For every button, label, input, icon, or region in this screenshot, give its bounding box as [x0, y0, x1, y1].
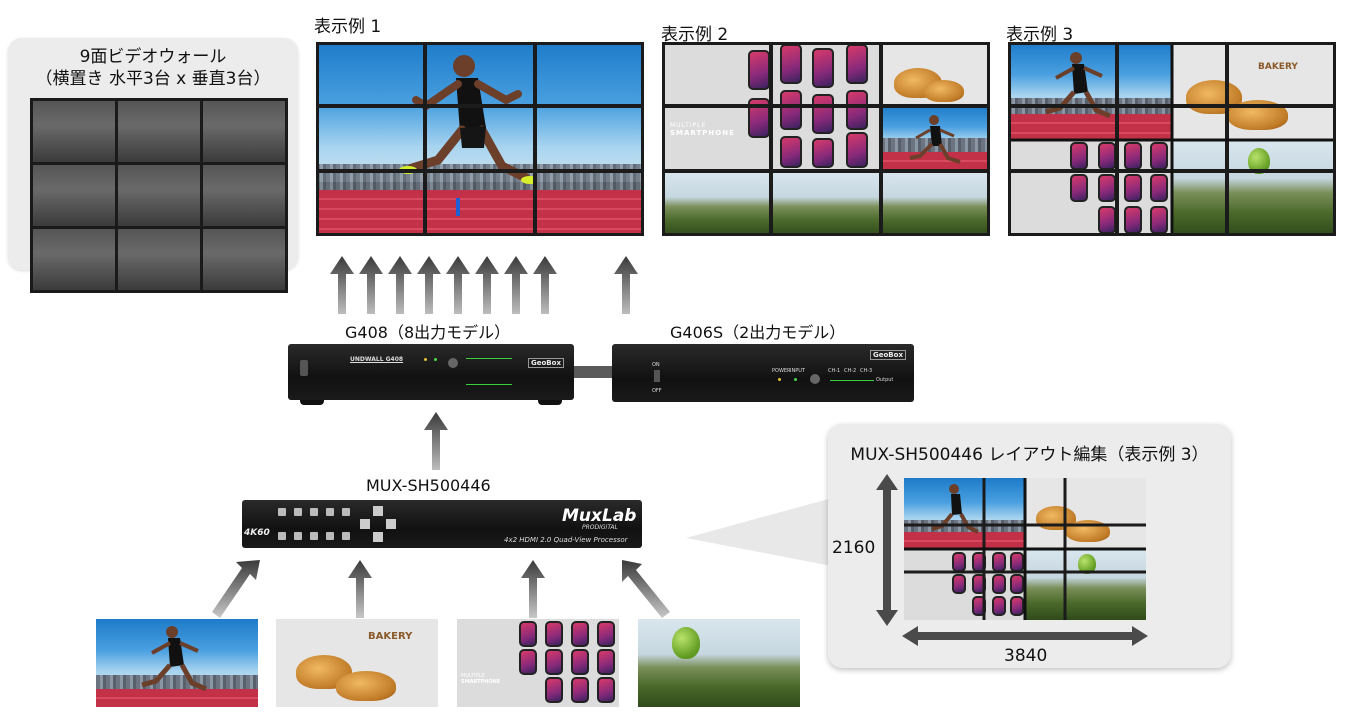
example-1-wall [316, 42, 644, 236]
wall-panel [33, 165, 115, 226]
wall-panel [33, 101, 115, 162]
mux-model-text: 4x2 HDMI 2.0 Quad-View Processor [504, 536, 628, 544]
example-3-wall: BAKERY [1008, 42, 1336, 236]
callout-pointer [686, 498, 832, 566]
arrow-up-icon [504, 256, 528, 314]
g406s-label: G406S（2出力モデル） [670, 323, 846, 342]
arrow-up-icon [521, 560, 545, 618]
device-link [574, 366, 612, 378]
video-wall-title-line2: （横置き 水平3台 x 垂直3台） [35, 69, 271, 89]
phones-text-1: MULTIPLE [670, 122, 707, 129]
mux-label: MUX-SH500446 [366, 476, 491, 495]
source-bakery-text: BAKERY [368, 631, 413, 642]
wall-panel [203, 229, 285, 290]
source-phones-text-1: MULTIPLE [461, 673, 485, 679]
g406s-ch3: CH-3 [860, 368, 873, 374]
g406s-on: ON [652, 362, 660, 368]
video-wall-title: 9面ビデオウォール （横置き 水平3台 x 垂直3台） [8, 46, 298, 90]
arrow-up-icon [533, 256, 557, 314]
width-arrow-icon [902, 626, 1148, 646]
g406s-input: INPUT [790, 368, 805, 374]
example-3-title: 表示例 3 [1006, 25, 1074, 45]
g408-label: G408（8出力モデル） [345, 323, 511, 342]
wall-panel [203, 101, 285, 162]
layout-card-title: MUX-SH500446 レイアウト編集（表示例 3） [850, 445, 1209, 465]
source-phones-text-2: SMARTPHONE [461, 679, 501, 685]
arrow-up-icon [446, 256, 470, 314]
knob-icon [810, 374, 820, 384]
layout-card: MUX-SH500446 レイアウト編集（表示例 3） [828, 424, 1231, 668]
source-balloon-image [638, 619, 800, 707]
g408-face-text: UNDWALL G408 [350, 356, 404, 363]
mux-device: 4K60 MuxLab PRODIGITAL 4x2 HDMI 2.0 Quad… [242, 500, 642, 548]
example-1-title: 表示例 1 [314, 17, 382, 37]
wall-panel [118, 165, 200, 226]
g406s-power: POWER [772, 368, 791, 374]
arrow-diag-icon [212, 560, 260, 618]
phones-text-2: SMARTPHONE [670, 129, 735, 137]
source-phones-image: MULTIPLE SMARTPHONE [457, 619, 619, 707]
source-runner-image [96, 619, 258, 707]
width-label: 3840 [1004, 646, 1048, 666]
mux-brand: MuxLab [562, 506, 637, 526]
wall-panel [203, 165, 285, 226]
wall-panel [33, 229, 115, 290]
arrow-up-icon [348, 560, 372, 618]
mux-brand-sub: PRODIGITAL [582, 524, 618, 531]
video-wall-card: 9面ビデオウォール （横置き 水平3台 x 垂直3台） [8, 38, 298, 293]
arrow-up-icon [475, 256, 499, 314]
video-wall-grid [30, 98, 288, 293]
bakery-text: BAKERY [1258, 62, 1298, 72]
example-2-wall: MULTIPLE SMARTPHONE [662, 42, 990, 236]
arrow-up-icon [417, 256, 441, 314]
power-switch-icon [300, 360, 308, 376]
layout-preview [904, 478, 1146, 620]
arrow-diag-icon [622, 560, 670, 618]
g408-brand: GeoBox [528, 358, 564, 368]
example-2-title: 表示例 2 [661, 25, 729, 45]
runner-figure [399, 55, 536, 216]
g406s-brand: GeoBox [870, 350, 906, 360]
arrow-up-icon [424, 412, 448, 470]
height-arrow-icon [876, 474, 898, 626]
g406s-ch2: CH-2 [844, 368, 857, 374]
wall-panel [118, 229, 200, 290]
dpad-icon [360, 506, 396, 542]
mux-badge: 4K60 [244, 528, 270, 538]
arrow-up-icon [359, 256, 383, 314]
video-wall-title-line1: 9面ビデオウォール [79, 47, 227, 67]
g406s-ch1: CH-1 [828, 368, 841, 374]
arrow-up-icon [614, 256, 638, 314]
source-bakery-image: BAKERY [276, 619, 438, 707]
g406s-off: OFF [652, 388, 662, 394]
g408-device: UNDWALL G408 GeoBox [288, 344, 574, 405]
g406s-device: ON OFF POWER INPUT CH-1 CH-2 CH-3 Output… [612, 344, 914, 402]
output-arrows [330, 256, 638, 314]
arrow-up-icon [388, 256, 412, 314]
wall-panel [118, 101, 200, 162]
g406s-output: Output [876, 377, 894, 383]
height-label: 2160 [832, 538, 876, 558]
knob-icon [448, 358, 458, 368]
input-arrows [212, 560, 670, 618]
arrow-up-icon [330, 256, 354, 314]
